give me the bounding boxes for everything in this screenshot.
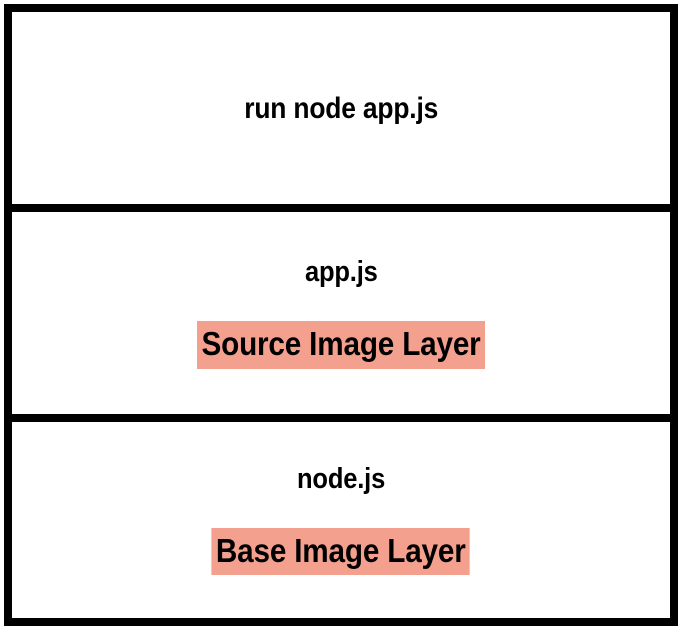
layer-title-run-layer: run node app.js [244, 91, 438, 125]
layer-name-source-layer: Source Image Layer [196, 321, 486, 369]
layer-title-base-layer: node.js [296, 463, 386, 496]
layer-stack: run node app.js app.js Source Image Laye… [4, 4, 678, 626]
layer-title-source-layer: app.js [304, 256, 378, 289]
layer-name-base-layer: Base Image Layer [211, 528, 471, 576]
layer-box-base-layer: node.js Base Image Layer [4, 413, 678, 626]
layer-box-run-layer: run node app.js [4, 4, 678, 213]
layer-box-source-layer: app.js Source Image Layer [4, 204, 678, 422]
